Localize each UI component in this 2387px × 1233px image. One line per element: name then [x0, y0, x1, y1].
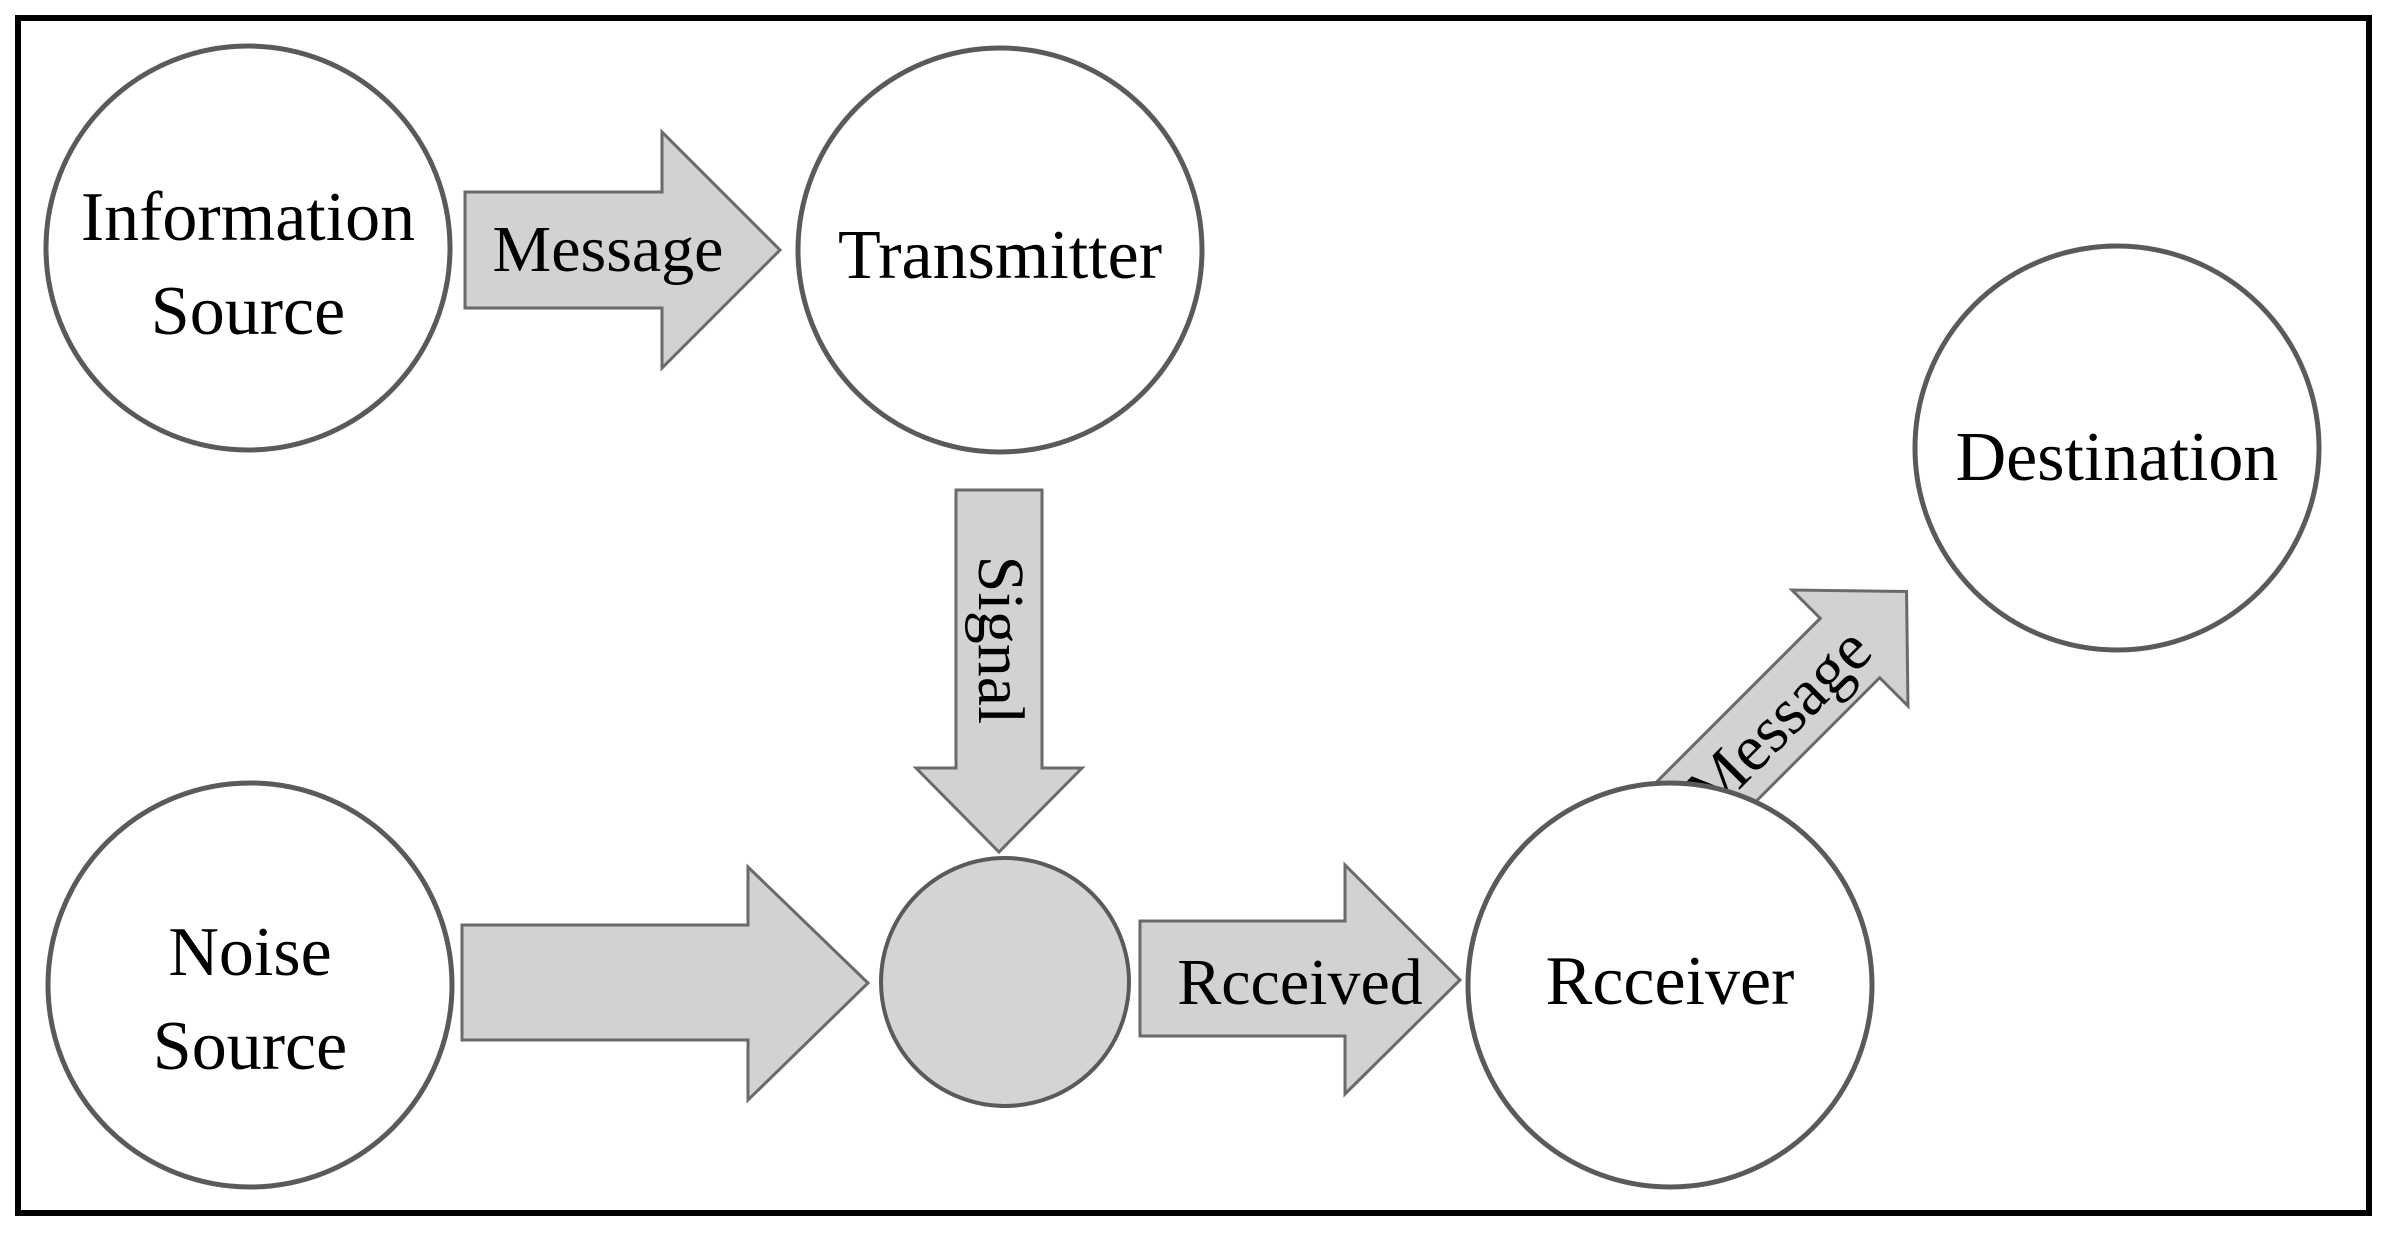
node-information-source: Information Source — [43, 43, 453, 453]
destination-label: Destination — [1956, 419, 2279, 496]
arrow-received: Rcceived — [1138, 861, 1463, 1098]
arrow-noise — [460, 863, 871, 1104]
information-source-line2: Source — [151, 273, 345, 350]
junction-circle — [879, 856, 1131, 1108]
arrow-signal: Signal — [912, 488, 1086, 855]
arrow-received-label: Rcceived — [1177, 946, 1423, 1019]
node-destination: Destination — [1912, 243, 2322, 653]
receiver-label: Rcceiver — [1546, 943, 1795, 1020]
transmitter-label: Transmitter — [838, 217, 1162, 294]
arrow-message-top: Message — [463, 128, 783, 372]
information-source-line1: Information — [81, 179, 415, 256]
noise-source-line1: Noise — [168, 914, 331, 991]
node-receiver: Rcceiver — [1465, 780, 1875, 1190]
arrow-signal-label: Signal — [964, 556, 1037, 725]
diagram-frame — [15, 15, 2372, 1216]
arrow-message-top-label: Message — [493, 213, 724, 286]
node-noise-source: Noise Source — [45, 780, 455, 1190]
noise-source-line2: Source — [153, 1008, 347, 1085]
node-transmitter: Transmitter — [795, 45, 1205, 455]
